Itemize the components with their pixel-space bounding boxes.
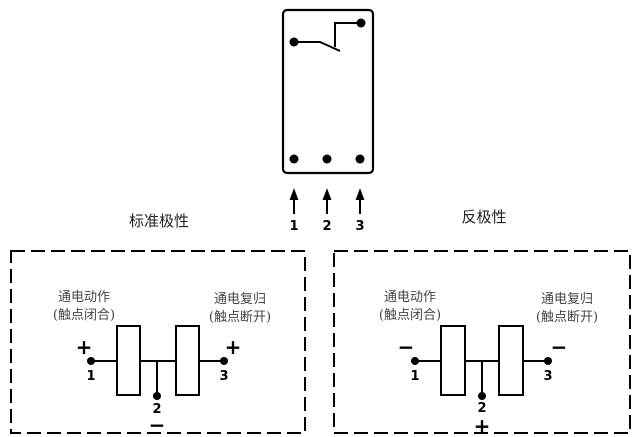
terminal-2-sign: − [149, 413, 166, 437]
panel-reverse-right-label-2: (触点断开) [536, 310, 598, 325]
terminal-1-label: 1 [86, 369, 95, 384]
coil-right [498, 325, 524, 396]
terminal-3-dot [544, 357, 552, 365]
terminal-1-dot [87, 357, 95, 365]
contact-dot-fixed [356, 18, 366, 28]
relay-symbol [281, 8, 375, 175]
terminal-1-dot [411, 357, 419, 365]
relay-pin-3-label: 3 [355, 219, 364, 234]
terminal-3-dot [220, 357, 228, 365]
panel-reverse-left-label-2: (触点闭合) [379, 308, 441, 323]
relay-pin-1-dot [289, 154, 299, 164]
panel-standard-left-label-1: 通电动作 [58, 290, 110, 305]
terminal-2-dot [478, 392, 486, 400]
arrow-1-head-icon [289, 188, 299, 200]
panel-reverse-title: 反极性 [461, 208, 506, 226]
panel-standard-right-label-2: (触点断开) [209, 310, 271, 325]
terminal-1-label: 1 [410, 369, 419, 384]
panel-reverse-frame [333, 250, 631, 434]
panel-standard-left-label-2: (触点闭合) [53, 308, 115, 323]
panel-standard-right-label-1: 通电复归 [214, 292, 266, 307]
panel-standard: 通电动作 (触点闭合) 通电复归 (触点断开) 1 2 3 + − + [10, 250, 306, 437]
terminal-3-sign: − [551, 335, 568, 359]
arrow-2-head-icon [322, 188, 332, 200]
panel-reverse-right-label-1: 通电复归 [541, 292, 593, 307]
relay-pin-1-label: 1 [289, 219, 298, 234]
coil-right [175, 325, 200, 396]
terminal-2-label: 2 [152, 402, 161, 417]
terminal-1-sign: + [76, 335, 93, 359]
relay-pin-2-dot [322, 154, 332, 164]
coil-left [440, 325, 466, 396]
terminal-3-label: 3 [219, 369, 228, 384]
pin-arrows [289, 188, 365, 214]
panel-reverse-left-label-1: 通电动作 [384, 290, 436, 305]
contact-fixed [334, 22, 360, 47]
relay-outline [281, 8, 375, 175]
terminal-2-sign: + [474, 414, 491, 437]
relay-pin-3-dot [355, 154, 365, 164]
relay-pin-2-label: 2 [322, 219, 331, 234]
panel-standard-frame [10, 250, 306, 434]
contact-arm [294, 41, 341, 52]
panel-reverse: 通电动作 (触点闭合) 通电复归 (触点断开) 1 2 3 − + − [333, 250, 631, 437]
panel-standard-title: 标准极性 [129, 212, 189, 230]
terminal-2-dot [153, 392, 161, 400]
terminal-3-sign: + [225, 335, 242, 359]
terminal-2-label: 2 [477, 401, 486, 416]
terminal-3-label: 3 [543, 369, 552, 384]
coil-left [116, 325, 141, 396]
terminal-1-sign: − [398, 335, 415, 359]
arrow-3-head-icon [355, 188, 365, 200]
